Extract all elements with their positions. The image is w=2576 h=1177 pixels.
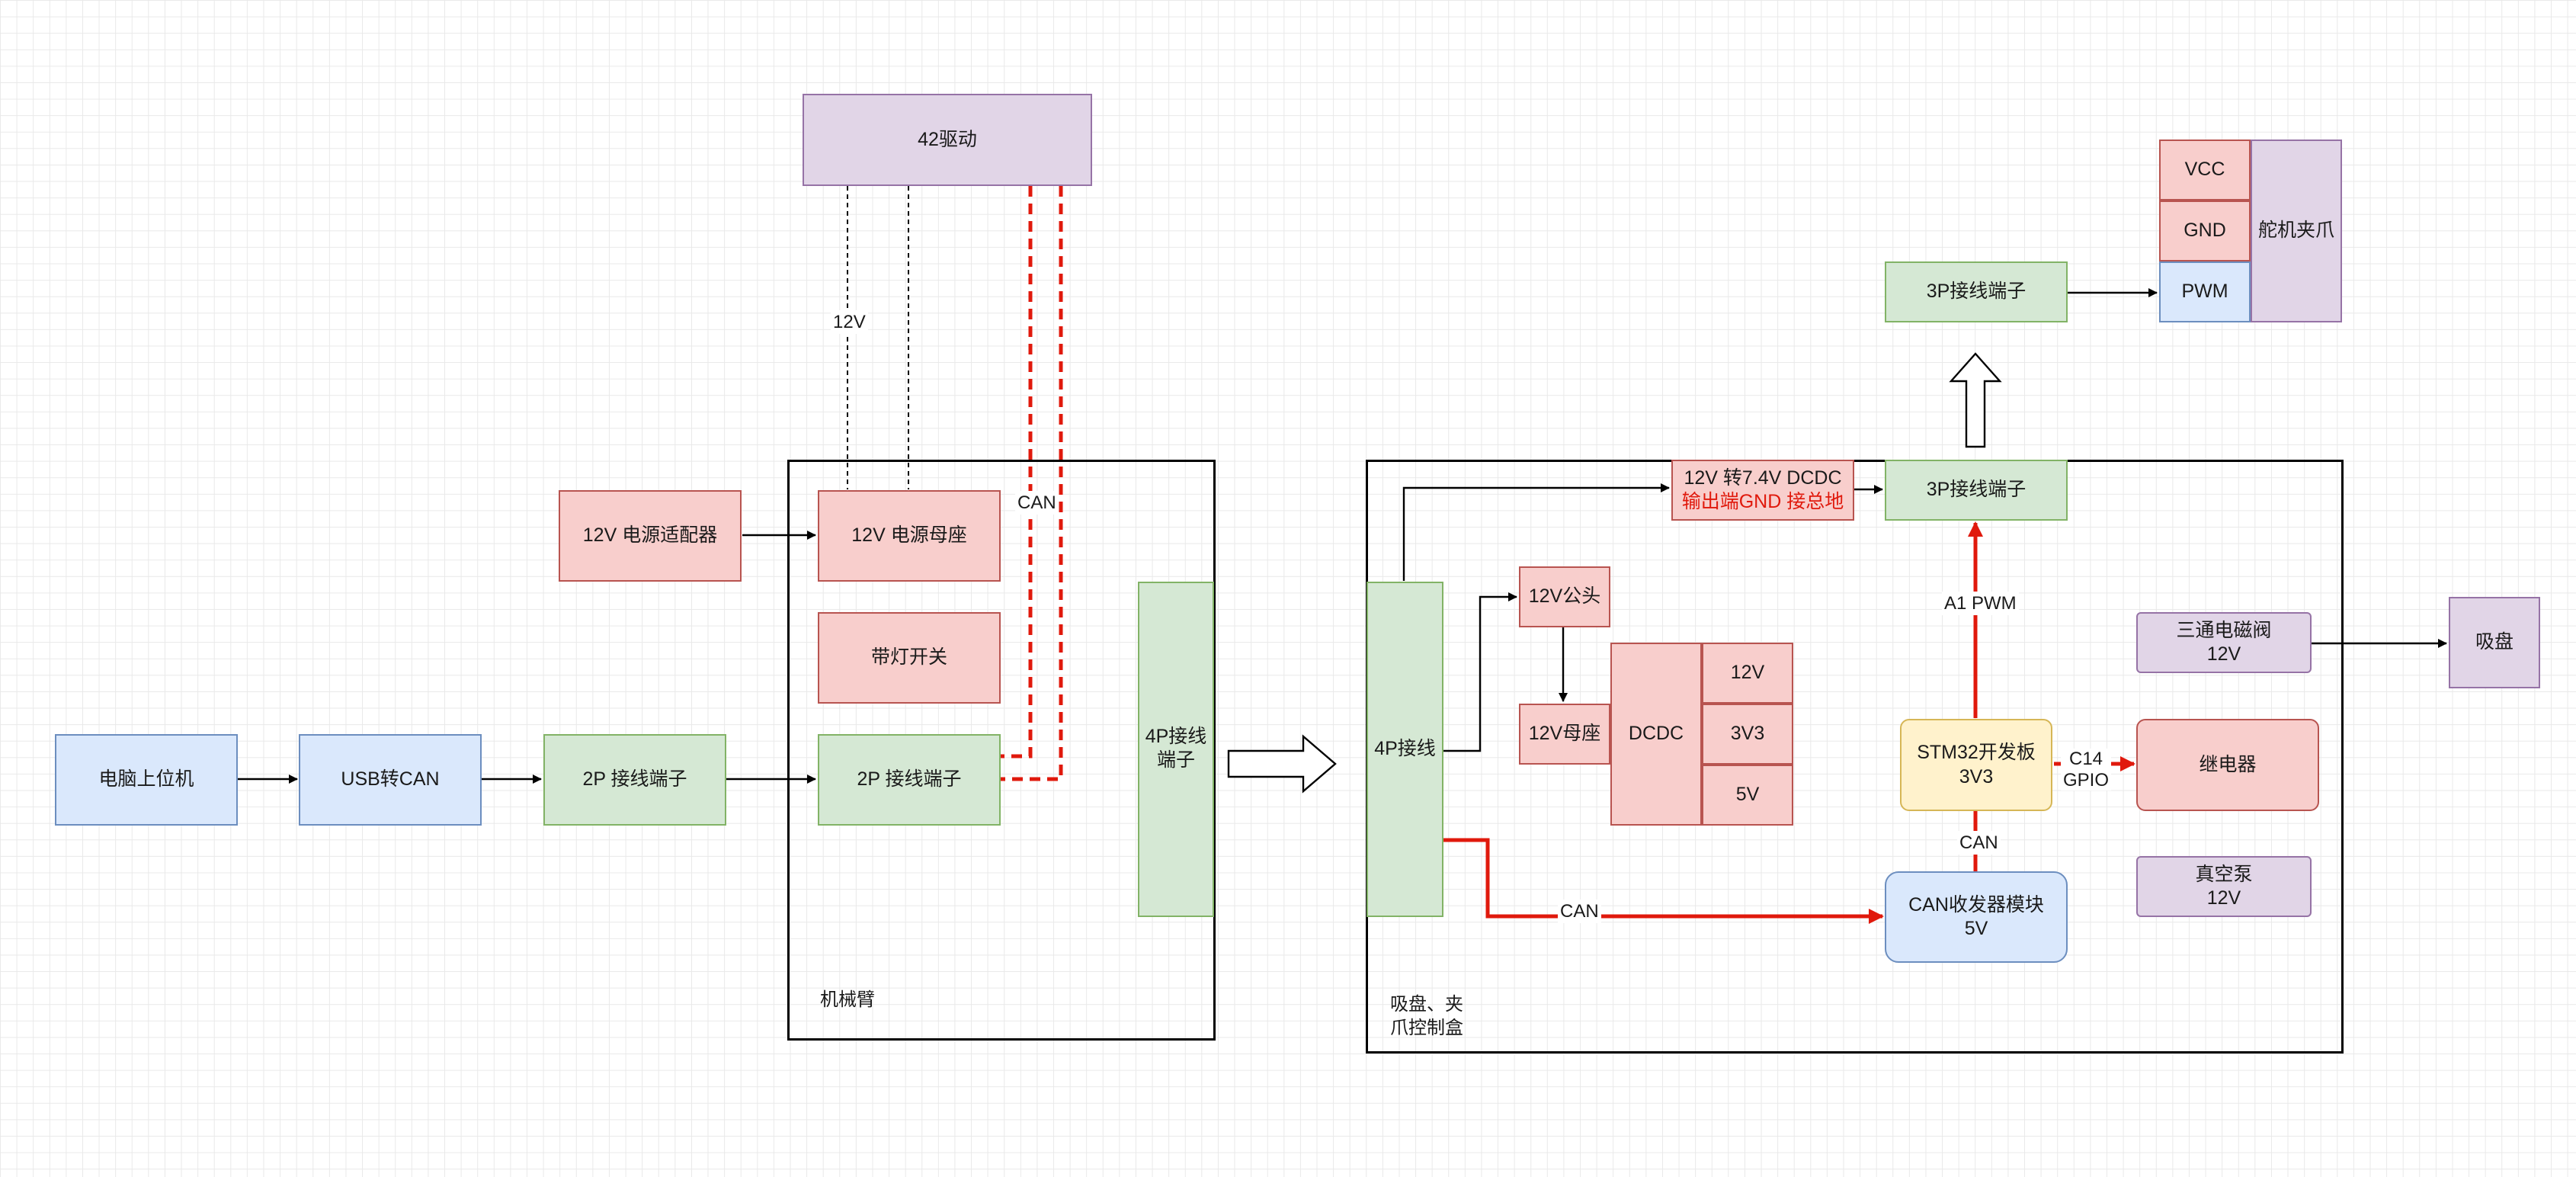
terminal-3p-outer-node[interactable]: 3P接线端子 [1885,261,2068,322]
block-arrow-up [1949,352,2002,448]
dcdc-out-5v[interactable]: 5V [1702,765,1793,826]
vacuum-pump-node[interactable]: 真空泵 12V [2136,856,2312,917]
arm-box [787,460,1216,1041]
pwm-pin[interactable]: PWM [2159,261,2251,322]
dcdc-out-12v[interactable]: 12V [1702,643,1793,704]
edge-label-can-module: CAN [1957,831,2001,855]
edge-label-12v: 12V [831,310,868,335]
female-12v-node[interactable]: 12V母座 [1519,704,1610,765]
vcc-pin[interactable]: VCC [2159,140,2251,200]
edge-label-a1-pwm: A1 PWM [1942,592,2019,616]
dcdc-74-node[interactable]: 12V 转7.4V DCDC 输出端GND 接总地 [1671,460,1854,521]
power-socket-node[interactable]: 12V 电源母座 [818,490,1001,582]
arm-box-label: 机械臂 [820,989,875,1010]
dcdc-out-3v3[interactable]: 3V3 [1702,704,1793,765]
edge-4p-to-can-module [1443,838,1884,924]
driver-42-node[interactable]: 42驱动 [803,94,1092,186]
terminal-4p-ctrl-node[interactable]: 4P接线 [1366,582,1443,917]
can-module-node[interactable]: CAN收发器模块 5V [1885,871,2068,963]
terminal-4p-arm-node[interactable]: 4P接线 端子 [1138,582,1214,917]
male-12v-node[interactable]: 12V公头 [1519,566,1610,627]
relay-node[interactable]: 继电器 [2136,719,2319,811]
wire-can-a [1000,186,1033,758]
suction-cup-node[interactable]: 吸盘 [2449,597,2540,688]
valve-node[interactable]: 三通电磁阀 12V [2136,612,2312,673]
servo-gripper-node[interactable]: 舵机夹爪 [2251,140,2342,322]
terminal-3p-inner-node[interactable]: 3P接线端子 [1885,460,2068,521]
pc-host-node[interactable]: 电脑上位机 [55,734,238,826]
block-arrow-right [1227,734,1337,794]
edge-label-can-top: CAN [1015,491,1059,515]
dcdc-node[interactable]: DCDC [1610,643,1702,826]
terminal-2p-left-node[interactable]: 2P 接线端子 [543,734,726,826]
control-box-label: 吸盘、夹 爪控制盒 [1390,994,1463,1039]
gnd-pin[interactable]: GND [2159,200,2251,261]
stm32-node[interactable]: STM32开发板 3V3 [1900,719,2052,811]
edge-label-can-bottom: CAN [1558,900,1601,924]
edge-4p-to-dcdc74 [1402,483,1670,581]
edge-label-c14-gpio: C14 GPIO [2061,749,2112,791]
edge-4p-to-male12v [1443,592,1517,752]
usb-can-node[interactable]: USB转CAN [299,734,482,826]
lamp-switch-node[interactable]: 带灯开关 [818,612,1001,704]
wire-can-b [1000,186,1063,781]
terminal-2p-inner-node[interactable]: 2P 接线端子 [818,734,1001,826]
power-adapter-node[interactable]: 12V 电源适配器 [559,490,742,582]
